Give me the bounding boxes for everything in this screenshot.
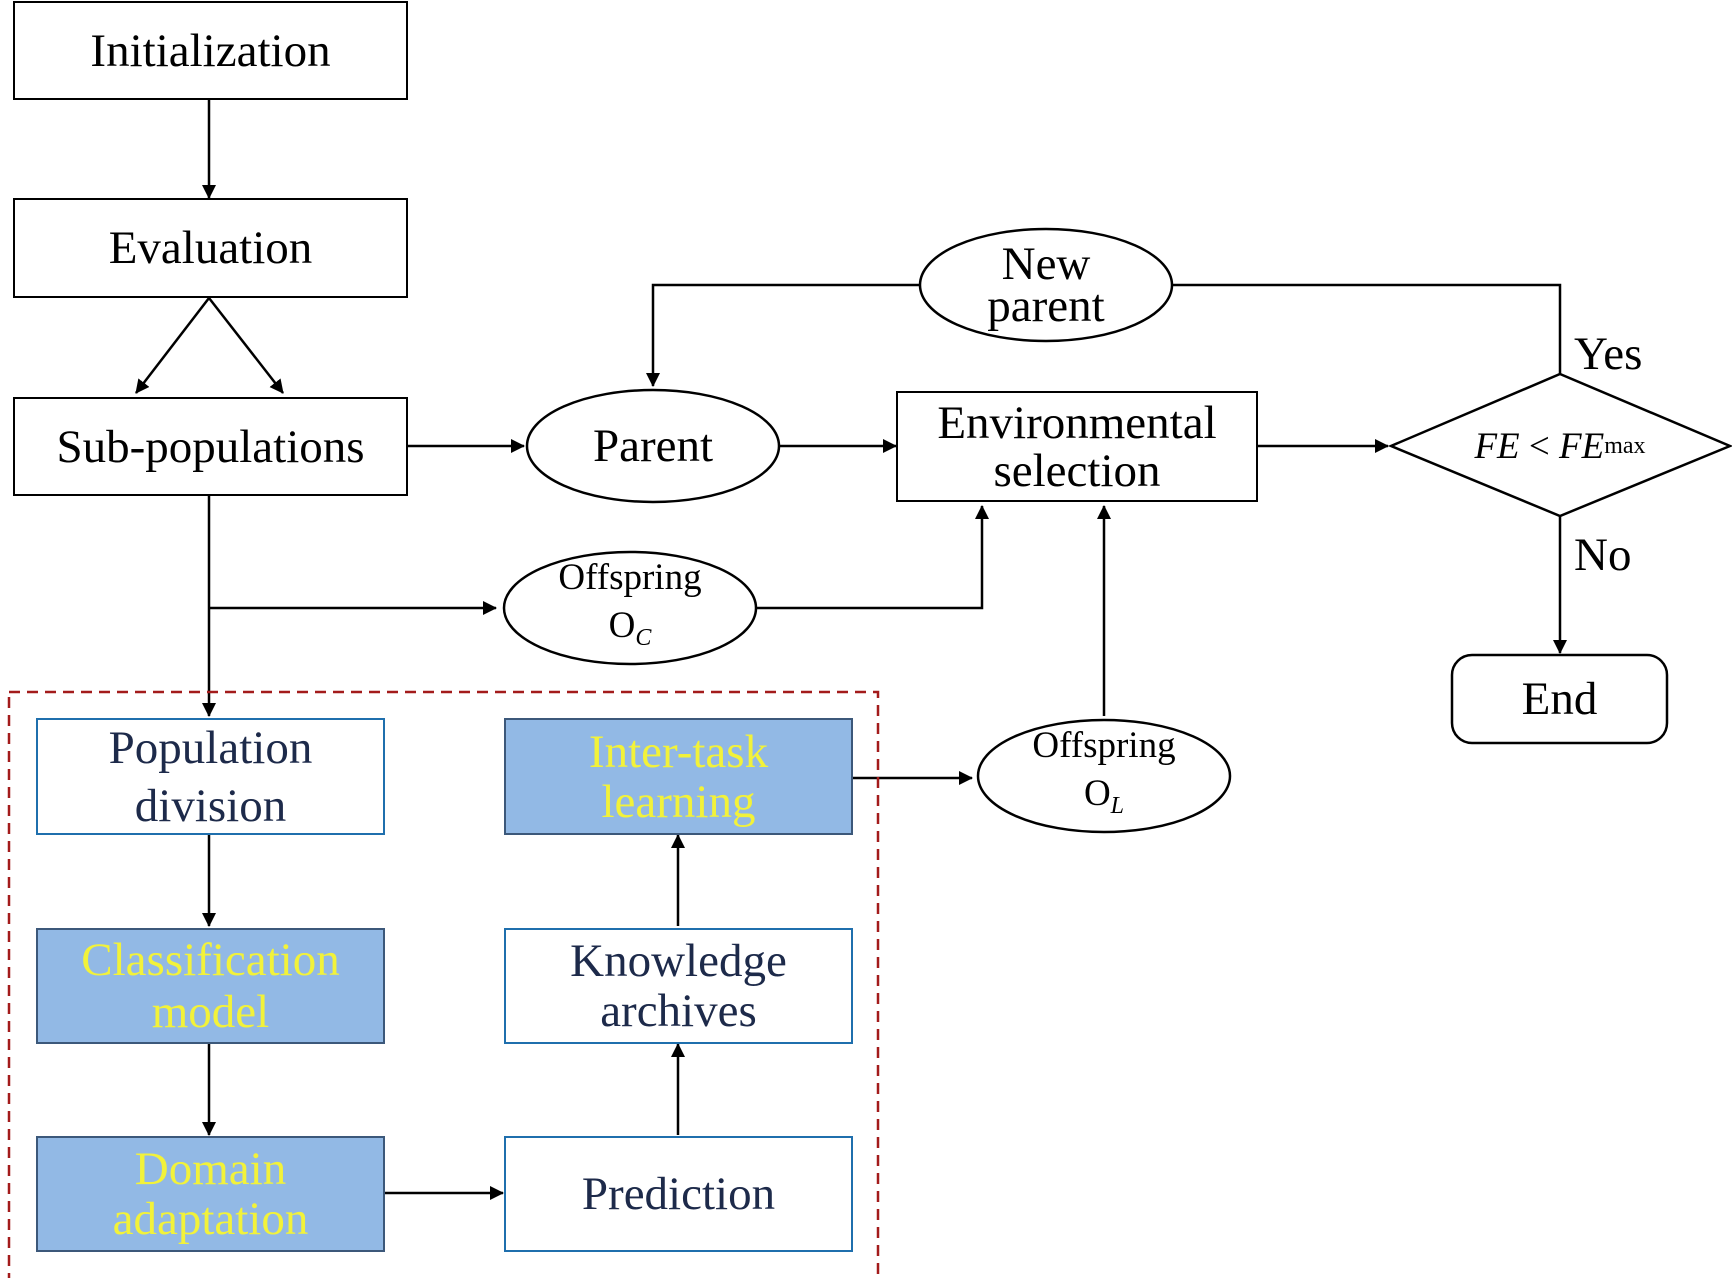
offspring-c-line1: Offspring	[558, 557, 702, 598]
domain-adaptation-box: Domain adaptation	[36, 1136, 385, 1252]
no-label: No	[1574, 529, 1632, 581]
initialization-label: Initialization	[90, 24, 331, 77]
end-label: End	[1521, 673, 1598, 725]
offspring-l-line1: Offspring	[1032, 725, 1176, 766]
knowledge-line1: Knowledge	[570, 935, 787, 987]
inter-task-learning-box: Inter-task learning	[504, 718, 853, 835]
ellipse-offspring-l	[976, 718, 1232, 834]
end-node: End	[1452, 655, 1667, 743]
envsel-label-line1: Environmental	[937, 396, 1217, 449]
offspring-l-line2: OL	[1083, 773, 1125, 819]
new-parent-line2: parent	[987, 280, 1105, 332]
parent-node: Parent	[527, 392, 779, 500]
population-division-box: Population division	[36, 718, 385, 835]
evaluation-box: Evaluation	[13, 198, 408, 298]
domain-line1: Domain	[134, 1143, 287, 1195]
classification-model-box: Classification model	[36, 928, 385, 1044]
line-yes-to-new-parent	[1172, 283, 1562, 374]
offspring-c-line2: OC	[608, 605, 652, 651]
environmental-selection-box: Environmental selection	[896, 391, 1258, 502]
initialization-box: Initialization	[13, 1, 408, 100]
knowledge-line2: archives	[600, 985, 757, 1037]
classif-line2: model	[151, 986, 270, 1038]
popdiv-line2: division	[134, 779, 287, 832]
intertask-line1: Inter-task	[588, 725, 769, 778]
new-parent-node: New parent	[920, 231, 1172, 339]
offspring-c-node: Offspring OC	[504, 554, 756, 662]
arrow-eval-to-subpop-right	[208, 297, 284, 394]
ellipse-parent	[525, 388, 781, 504]
domain-line2: adaptation	[112, 1193, 309, 1245]
evaluation-label: Evaluation	[108, 222, 313, 274]
prediction-label: Prediction	[581, 1168, 776, 1220]
new-parent-line1: New	[1001, 238, 1091, 290]
arrow-eval-to-subpop-left	[135, 297, 210, 394]
end-terminal	[1450, 653, 1669, 745]
offspring-l-node: Offspring OL	[978, 722, 1230, 830]
envsel-label-line2: selection	[993, 444, 1161, 497]
arrow-offspring-c-to-envsel	[756, 505, 989, 610]
yes-label: Yes	[1574, 328, 1643, 380]
sub-populations-label: Sub-populations	[56, 420, 365, 473]
popdiv-line1: Population	[108, 721, 313, 774]
decision-diamond	[1387, 372, 1732, 518]
arrow-new-parent-to-parent	[646, 283, 920, 387]
module-boundary	[7, 690, 880, 1278]
knowledge-archives-box: Knowledge archives	[504, 928, 853, 1044]
parent-label: Parent	[592, 420, 714, 472]
intertask-line2: learning	[601, 775, 756, 828]
prediction-box: Prediction	[504, 1136, 853, 1252]
ellipse-new-parent	[918, 227, 1174, 343]
sub-populations-box: Sub-populations	[13, 397, 408, 496]
classif-line1: Classification	[81, 934, 340, 986]
ellipse-offspring-c	[502, 550, 758, 666]
